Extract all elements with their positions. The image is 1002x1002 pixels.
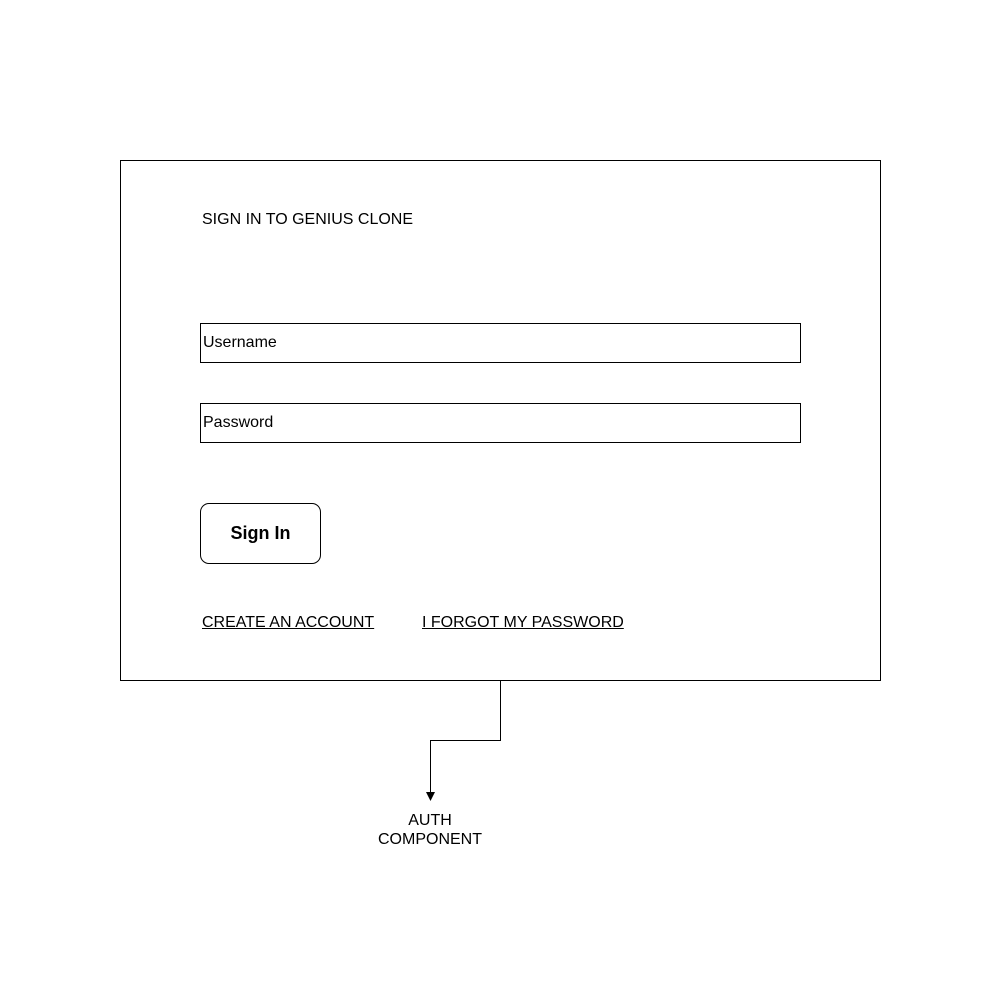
arrow-head-icon <box>426 792 435 801</box>
auth-component-label: AUTH COMPONENT <box>330 811 530 849</box>
password-field[interactable]: Password <box>200 403 801 443</box>
auth-component-label-line2: COMPONENT <box>378 831 482 848</box>
page-title: SIGN IN TO GENIUS CLONE <box>202 211 414 228</box>
username-field[interactable]: Username <box>200 323 801 363</box>
password-placeholder: Password <box>203 414 274 431</box>
forgot-password-link[interactable]: I FORGOT MY PASSWORD <box>422 614 624 631</box>
username-placeholder: Username <box>203 334 277 351</box>
create-account-link[interactable]: CREATE AN ACCOUNT <box>202 614 375 631</box>
auth-component-label-line1: AUTH <box>408 812 452 829</box>
sign-in-button[interactable]: Sign In <box>200 503 321 564</box>
connector-line <box>430 680 501 792</box>
